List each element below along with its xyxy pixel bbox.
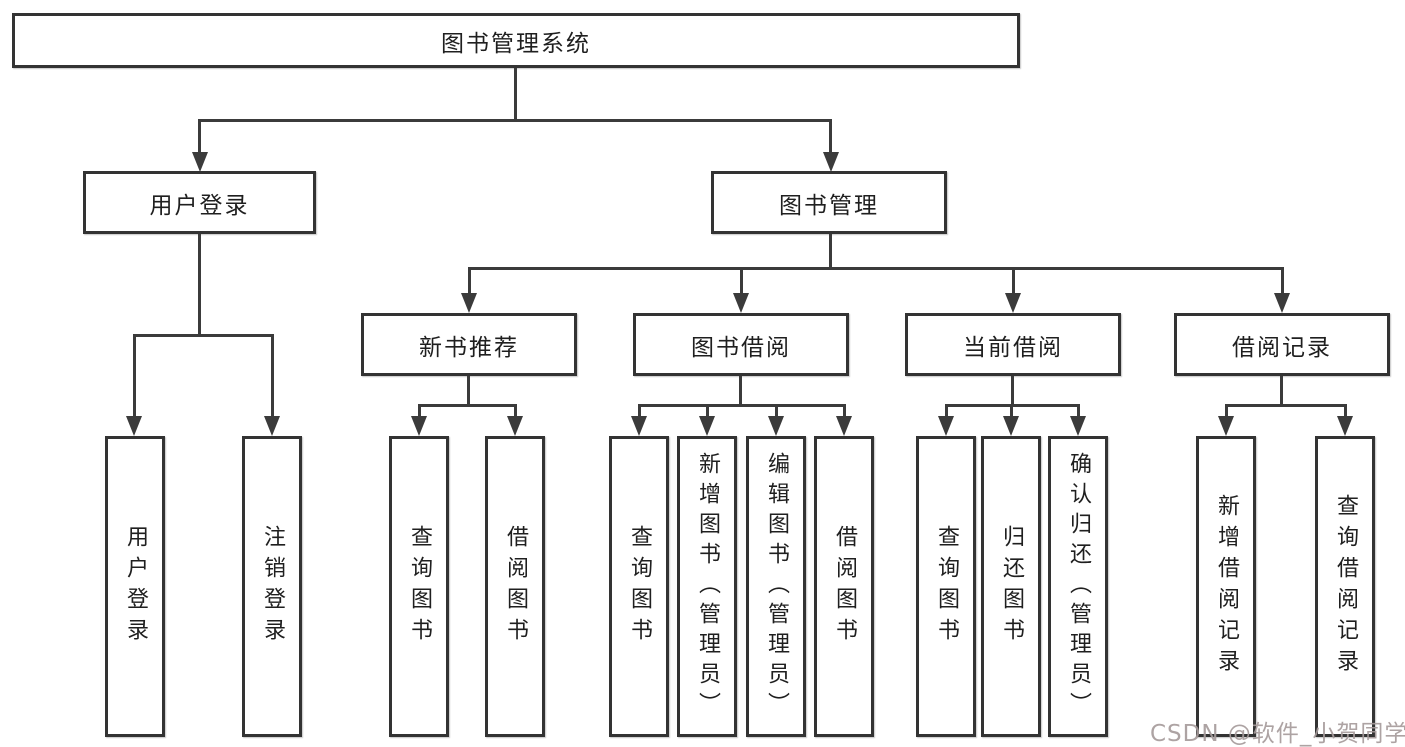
connector-user-login-branch xyxy=(133,334,274,337)
arrowhead-borrow-records xyxy=(1274,293,1290,313)
arrowhead-bw-add xyxy=(699,416,715,436)
arrowhead-user-login xyxy=(192,152,208,172)
node-book-management-label: 图书管理 xyxy=(779,192,879,219)
connector-book-management-stub xyxy=(829,234,832,270)
leaf-bw-add-books-admin: 新增图书（管理员） xyxy=(677,436,737,737)
arrowhead-rc-add xyxy=(1218,416,1234,436)
arrowhead-bw-query xyxy=(631,416,647,436)
connector-stem-user-login xyxy=(198,119,201,157)
connector-new-book-branch xyxy=(418,404,517,407)
leaf-cu-confirm-return-admin-label: 确认归还（管理员） xyxy=(1066,451,1091,722)
node-book-borrow-label: 图书借阅 xyxy=(691,334,791,361)
connector-stem-current-borrow xyxy=(1012,267,1015,297)
leaf-nb-query-books: 查询图书 xyxy=(389,436,449,737)
connector-book-borrow-branch xyxy=(638,404,846,407)
connector-stem-bw-edit xyxy=(775,404,778,418)
node-user-login-label: 用户登录 xyxy=(149,192,250,219)
leaf-bw-borrow-books: 借阅图书 xyxy=(814,436,874,737)
arrowhead-book-management xyxy=(823,152,839,172)
connector-user-login-stub xyxy=(198,234,201,337)
arrowhead-bw-edit xyxy=(768,416,784,436)
connector-stem-book-borrow xyxy=(740,267,743,297)
arrowhead-current-borrow xyxy=(1005,293,1021,313)
connector-stem-login xyxy=(133,334,136,418)
leaf-nb-borrow-books-label: 借阅图书 xyxy=(503,524,528,649)
arrowhead-nb-query xyxy=(411,416,427,436)
node-root: 图书管理系统 xyxy=(12,13,1020,68)
node-book-management: 图书管理 xyxy=(711,171,947,234)
node-current-borrow-label: 当前借阅 xyxy=(963,334,1063,361)
connector-current-borrow-stub xyxy=(1011,376,1014,407)
leaf-rc-query-record-label: 查询借阅记录 xyxy=(1333,493,1358,680)
node-borrow-records-label: 借阅记录 xyxy=(1232,334,1332,361)
arrowhead-cu-return xyxy=(1003,416,1019,436)
leaf-bw-query-books: 查询图书 xyxy=(609,436,669,737)
connector-stem-rc-query xyxy=(1344,404,1347,418)
leaf-logout: 注销登录 xyxy=(242,436,302,737)
arrowhead-cu-confirm xyxy=(1070,416,1086,436)
leaf-cu-return-books-label: 归还图书 xyxy=(999,524,1024,649)
connector-level2-branch xyxy=(198,119,832,122)
node-borrow-records: 借阅记录 xyxy=(1174,313,1390,376)
connector-stem-nb-borrow xyxy=(514,404,517,418)
connector-stem-bw-query xyxy=(638,404,641,418)
leaf-bw-query-books-label: 查询图书 xyxy=(627,524,652,649)
arrowhead-login xyxy=(126,416,142,436)
connector-stem-bw-borrow xyxy=(843,404,846,418)
connector-book-borrow-stub xyxy=(739,376,742,407)
leaf-rc-add-record-label: 新增借阅记录 xyxy=(1214,493,1239,680)
node-new-book-recommend-label: 新书推荐 xyxy=(419,334,519,361)
leaf-nb-borrow-books: 借阅图书 xyxy=(485,436,545,737)
leaf-bw-edit-books-admin-label: 编辑图书（管理员） xyxy=(764,451,789,722)
leaf-rc-add-record: 新增借阅记录 xyxy=(1196,436,1256,737)
leaf-cu-query-books-label: 查询图书 xyxy=(934,524,959,649)
connector-stem-borrow-records xyxy=(1281,267,1284,297)
arrowhead-logout xyxy=(264,416,280,436)
leaf-bw-add-books-admin-label: 新增图书（管理员） xyxy=(695,451,720,722)
leaf-nb-query-books-label: 查询图书 xyxy=(407,524,432,649)
leaf-cu-confirm-return-admin: 确认归还（管理员） xyxy=(1048,436,1108,737)
arrowhead-nb-borrow xyxy=(507,416,523,436)
leaf-cu-query-books: 查询图书 xyxy=(916,436,976,737)
leaf-bw-borrow-books-label: 借阅图书 xyxy=(832,524,857,649)
connector-stem-cu-query xyxy=(945,404,948,418)
connector-stem-bw-add xyxy=(706,404,709,418)
arrowhead-new-book xyxy=(461,293,477,313)
leaf-bw-edit-books-admin: 编辑图书（管理员） xyxy=(746,436,806,737)
csdn-watermark: CSDN @软件_小贺同学 xyxy=(1150,721,1405,747)
arrowhead-book-borrow xyxy=(733,293,749,313)
connector-borrow-records-stub xyxy=(1280,376,1283,407)
connector-stem-new-book xyxy=(468,267,471,297)
node-current-borrow: 当前借阅 xyxy=(905,313,1121,376)
leaf-rc-query-record: 查询借阅记录 xyxy=(1315,436,1375,737)
connector-stem-book-management xyxy=(829,119,832,157)
connector-level3-branch xyxy=(468,267,1284,270)
leaf-user-login-label: 用户登录 xyxy=(123,524,148,649)
node-book-borrow: 图书借阅 xyxy=(633,313,849,376)
leaf-cu-return-books: 归还图书 xyxy=(981,436,1041,737)
node-root-label: 图书管理系统 xyxy=(441,30,591,57)
connector-stem-logout xyxy=(271,334,274,418)
arrowhead-bw-borrow xyxy=(836,416,852,436)
connector-root-stub xyxy=(514,68,517,122)
connector-stem-rc-add xyxy=(1225,404,1228,418)
connector-stem-nb-query xyxy=(418,404,421,418)
connector-stem-cu-confirm xyxy=(1077,404,1080,418)
node-new-book-recommend: 新书推荐 xyxy=(361,313,577,376)
arrowhead-rc-query xyxy=(1337,416,1353,436)
leaf-logout-label: 注销登录 xyxy=(260,524,285,649)
node-user-login: 用户登录 xyxy=(83,171,316,234)
leaf-user-login: 用户登录 xyxy=(105,436,165,737)
arrowhead-cu-query xyxy=(938,416,954,436)
connector-stem-cu-return xyxy=(1010,404,1013,418)
connector-borrow-records-branch xyxy=(1225,404,1347,407)
connector-new-book-stub xyxy=(467,376,470,407)
